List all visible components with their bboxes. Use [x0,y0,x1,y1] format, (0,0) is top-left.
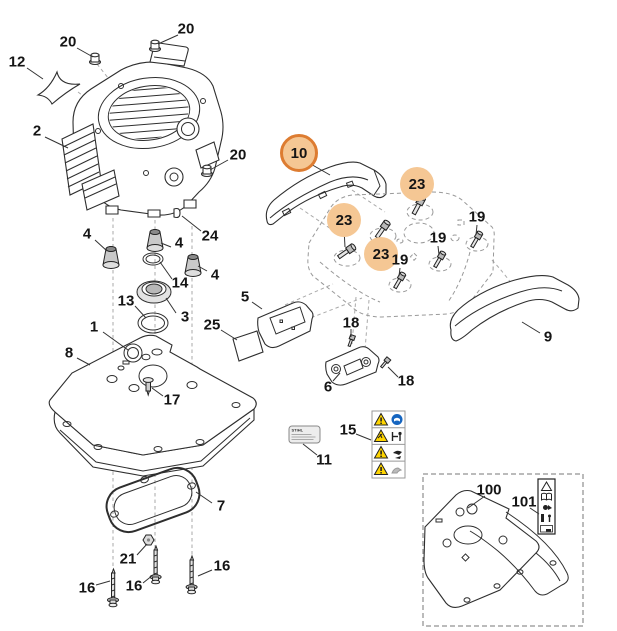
part-callout-19[interactable]: 19 [429,229,447,247]
screw-19[interactable] [392,271,407,290]
warning-triangle-icon [540,481,553,491]
keep-bystanders-icon [391,431,402,441]
part-callout-23[interactable]: 23 [400,167,434,201]
part-callout-14[interactable]: 14 [171,274,189,292]
part-callout-18[interactable]: 18 [342,314,360,332]
part-callout-8[interactable]: 8 [64,344,74,362]
nut-21[interactable] [142,534,155,546]
part-callout-13[interactable]: 13 [117,292,135,310]
part-callout-3[interactable]: 3 [180,308,190,326]
cover-strip-10[interactable] [265,161,387,226]
part-callout-11[interactable]: 11 [316,451,332,469]
part-callout-1[interactable]: 1 [89,318,99,336]
nut-20[interactable] [88,52,102,66]
o-ring-14[interactable] [142,252,164,266]
part-callout-10[interactable]: 10 [280,134,318,172]
part-callout-100[interactable]: 100 [476,481,502,499]
part-callout-4[interactable]: 4 [210,266,220,284]
nut-20[interactable] [200,164,214,178]
rubber-buffer-4[interactable] [102,246,120,269]
cover-shim[interactable] [36,70,81,105]
rubber-buffer-4[interactable] [146,229,164,252]
part-callout-18[interactable]: 18 [397,372,415,390]
carburetor-detail [164,167,184,187]
part-callout-6[interactable]: 6 [323,378,333,396]
part-callout-16[interactable]: 16 [78,579,96,597]
part-callout-16[interactable]: 16 [125,577,143,595]
blade-hazard-icon [391,467,403,474]
nut-20[interactable] [148,39,162,53]
gasket-7[interactable] [100,460,205,537]
screw-19[interactable] [432,250,447,269]
keep-distance-icon [541,514,551,522]
screw-16[interactable] [107,567,119,608]
cover-strip-9[interactable] [449,274,580,342]
part-callout-15[interactable]: 15 [339,421,357,439]
blade-hand-icon [543,505,552,510]
part-callout-24[interactable]: 24 [201,227,219,245]
screw-23[interactable] [374,219,391,240]
manual-book-icon [541,492,552,501]
model-plate-11[interactable]: STIHL [288,425,321,444]
inset-detail-box [422,473,584,627]
stihl-plate-text: STIHL [292,428,304,433]
info-panel-icon [540,525,553,533]
part-callout-101[interactable]: 101 [511,493,537,511]
rubber-buffer-4[interactable] [184,254,202,277]
part-callout-17[interactable]: 17 [163,391,181,409]
part-callout-20[interactable]: 20 [229,146,247,164]
grommet-3[interactable] [136,280,172,304]
part-callout-12[interactable]: 12 [8,53,26,71]
screw-16[interactable] [149,544,162,585]
part-callout-4[interactable]: 4 [82,225,92,243]
part-callout-23[interactable]: 23 [364,237,398,271]
pin-24[interactable] [173,207,181,219]
rotating-blade-icon [393,450,402,459]
part-callout-4[interactable]: 4 [174,234,184,252]
leader-lines [26,34,541,586]
part-callout-20[interactable]: 20 [177,20,195,38]
warning-sticker-15[interactable] [371,410,406,479]
part-callout-19[interactable]: 19 [468,208,486,226]
fuel-filler-1 [123,343,143,363]
engine-assembly[interactable] [61,42,224,218]
part-callout-7[interactable]: 7 [216,497,226,515]
part-callout-5[interactable]: 5 [240,288,250,306]
part-callout-16[interactable]: 16 [213,557,231,575]
part-callout-2[interactable]: 2 [32,122,42,140]
screw-17[interactable] [142,377,154,397]
housing-cover-8[interactable] [48,334,257,477]
part-callout-9[interactable]: 9 [543,328,553,346]
fuel-cap [176,117,200,141]
screw-16[interactable] [185,554,198,595]
o-ring-13[interactable] [137,312,169,334]
part-callout-23[interactable]: 23 [327,203,361,237]
warning-strip-101[interactable] [537,478,556,535]
screw-18[interactable] [379,356,392,369]
screw-23[interactable] [336,243,357,260]
label-25[interactable] [232,330,264,362]
housing-cover-100[interactable] [423,489,569,609]
part-callout-20[interactable]: 20 [59,33,77,51]
screw-18[interactable] [347,333,357,348]
part-callout-19[interactable]: 19 [391,251,409,269]
part-callout-25[interactable]: 25 [203,316,221,334]
bracket-panel-5[interactable] [257,301,314,349]
bracket-6[interactable] [325,346,380,386]
part-callout-21[interactable]: 21 [119,550,137,568]
